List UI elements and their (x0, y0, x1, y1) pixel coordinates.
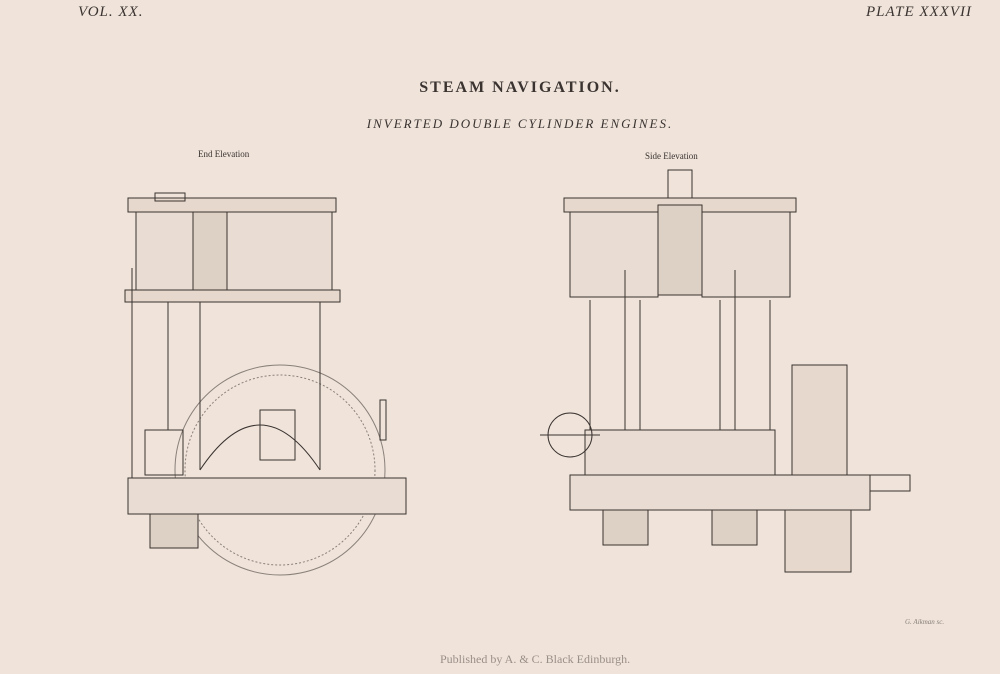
publisher-credit: Published by A. & C. Black Edinburgh. (440, 652, 631, 666)
plate-label: PLATE XXXVII (865, 4, 972, 20)
end-elevation-drawing (124, 192, 407, 576)
end-elevation-label: End Elevation (198, 149, 250, 159)
side-elevation-drawing (540, 169, 911, 573)
plate-subtitle: INVERTED DOUBLE CYLINDER ENGINES. (366, 116, 674, 131)
side-elevation-label: Side Elevation (645, 151, 698, 161)
engraver-credit: G. Aikman sc. (905, 618, 945, 626)
plate-title: STEAM NAVIGATION. (419, 79, 621, 96)
volume-label: VOL. XX. (78, 4, 144, 20)
